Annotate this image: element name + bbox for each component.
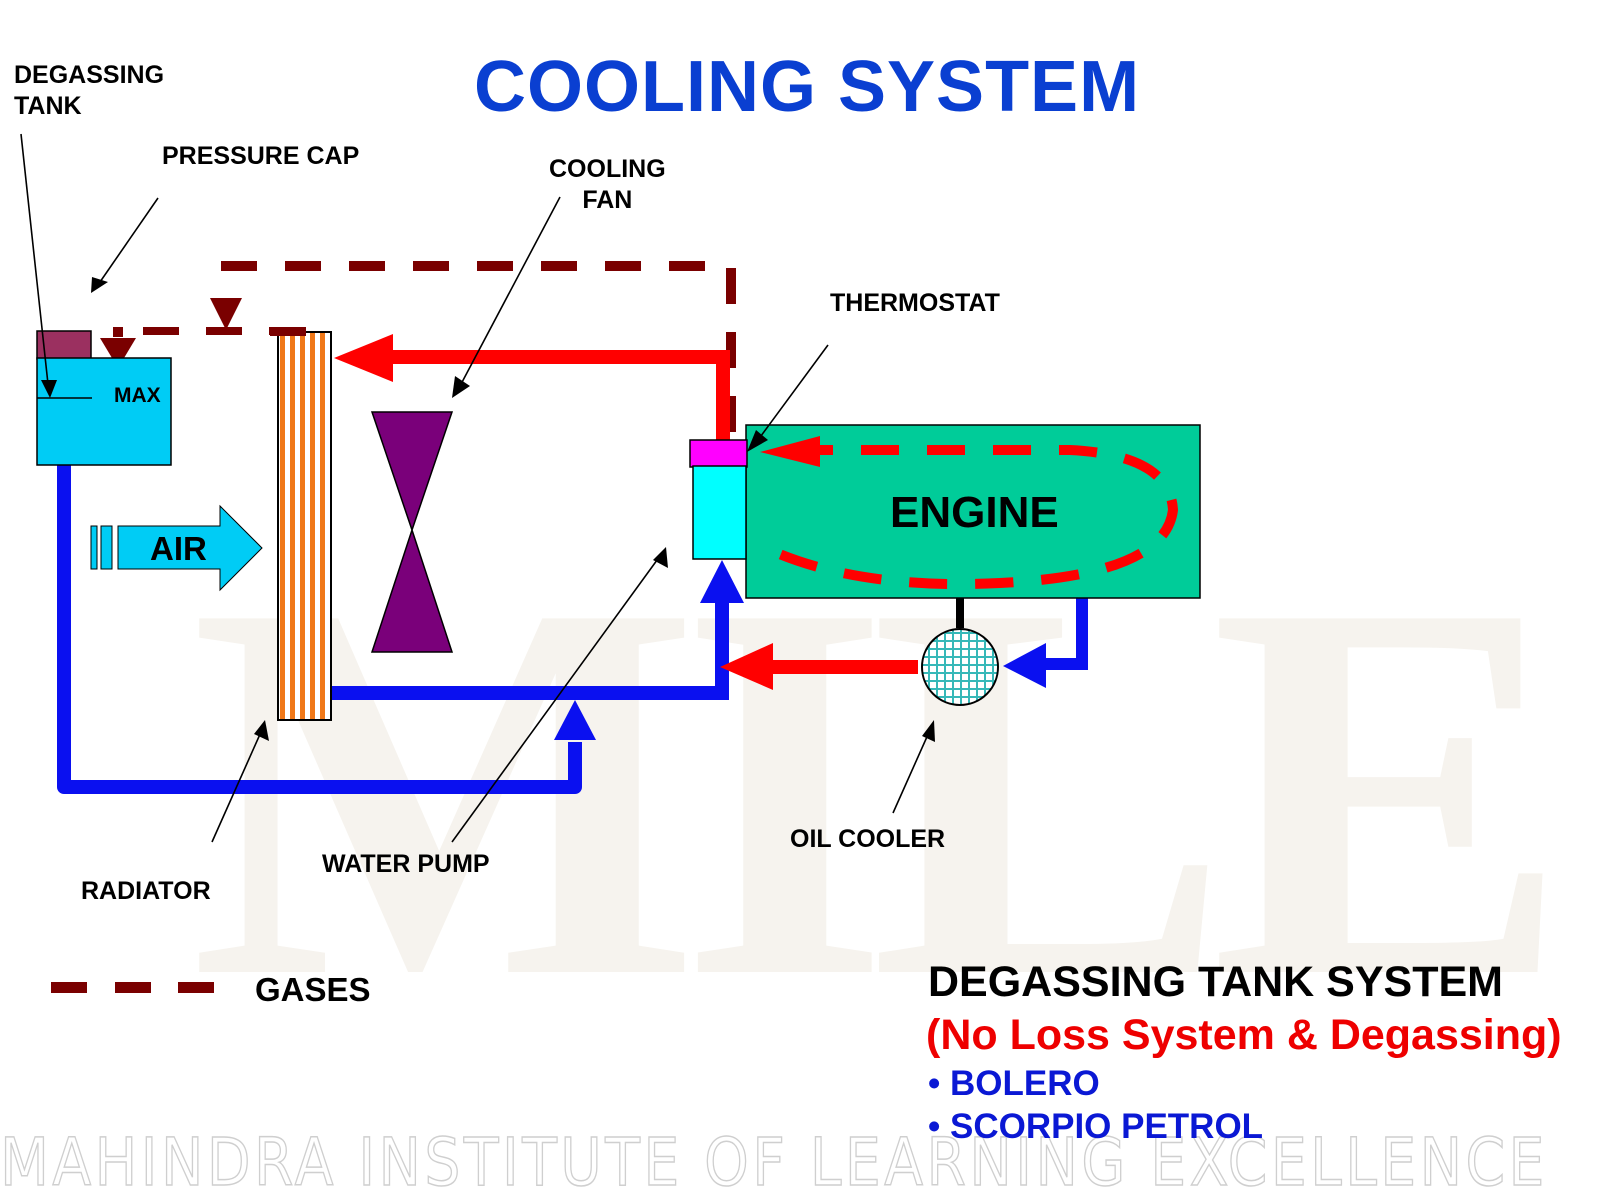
gases-line: [100, 261, 736, 432]
label-cooling-fan-line2: FAN: [582, 186, 633, 214]
tank-return-arrowhead: [554, 700, 596, 740]
leader-arrowheads: [41, 277, 935, 742]
engine-flow-arrowhead: [760, 436, 820, 467]
leader-lines: [20, 133, 931, 843]
degassing-tank: [36, 357, 172, 466]
legend-gases-label: GASES: [255, 971, 371, 1008]
label-thermostat: THERMOSTAT: [830, 289, 1000, 317]
label-water-pump: WATER PUMP: [322, 850, 490, 878]
watermark-footer: MAHINDRA INSTITUTE OF LEARNING EXCELLENC…: [0, 1124, 1548, 1201]
hot-coolant-lines: [334, 334, 918, 690]
label-engine: ENGINE: [890, 488, 1059, 537]
air-arrow: [90, 504, 263, 592]
label-radiator: RADIATOR: [81, 877, 211, 905]
radiator: [277, 331, 332, 721]
cold-coolant-lines: [57, 465, 1088, 794]
radiator-inlet-arrowhead: [334, 334, 393, 382]
notes-bullet-scorpio: • SCORPIO PETROL: [928, 1107, 1264, 1146]
notes-bullet-bolero: • BOLERO: [928, 1064, 1100, 1103]
oil-cooler-inlet-arrowhead: [1003, 643, 1046, 688]
oil-cooler: [921, 628, 999, 706]
pump-inlet-arrowhead: [700, 560, 744, 603]
pressure-cap: [36, 330, 92, 360]
label-air: AIR: [150, 530, 207, 567]
engine-coolant-flow: [767, 445, 1179, 590]
label-degassing-tank: DEGASSING TANK: [14, 60, 164, 122]
gases-legend-swatch: [51, 982, 214, 993]
label-max-level: MAX: [114, 384, 161, 407]
notes-heading: DEGASSING TANK SYSTEM: [928, 958, 1503, 1006]
label-pressure-cap: PRESSURE CAP: [162, 142, 360, 170]
oil-cooler-outlet-arrowhead: [720, 643, 773, 690]
label-cooling-fan: COOLING FAN: [549, 154, 666, 216]
gases-arrowhead: [210, 298, 242, 330]
label-oil-cooler: OIL COOLER: [790, 825, 946, 853]
label-degassing-line2: TANK: [14, 92, 82, 120]
thermostat: [689, 439, 748, 468]
water-pump-housing: [692, 465, 747, 560]
label-degassing-line1: DEGASSING: [14, 61, 165, 89]
gases-tank-arrowhead: [100, 338, 136, 368]
label-cooling-fan-line1: COOLING: [549, 155, 666, 183]
page-title: COOLING SYSTEM: [474, 47, 1141, 127]
cooling-fan: [370, 411, 454, 653]
notes-subheading: (No Loss System & Degassing): [926, 1011, 1562, 1059]
